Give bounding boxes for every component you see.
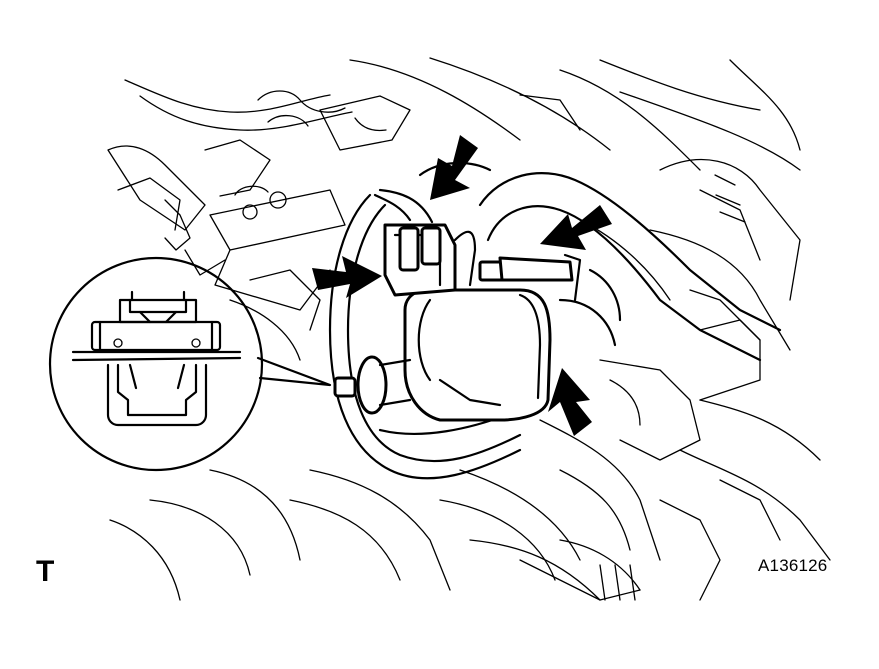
clamp-release-arrow-top	[430, 135, 478, 200]
figure-id-label: A136126	[758, 556, 828, 575]
arrow-icon	[548, 368, 592, 436]
clamp-release-arrow-bottom	[548, 368, 592, 436]
electrical-connector	[373, 188, 477, 297]
arrow-icon	[312, 256, 382, 298]
connector-detail-inset	[48, 256, 332, 472]
hose-clamp	[478, 253, 582, 302]
arrow-icon	[540, 205, 612, 250]
corner-marker-label: T	[36, 555, 55, 588]
hose-assembly	[328, 161, 782, 480]
connector-arrow-left	[312, 256, 382, 298]
engine-bay-background	[107, 57, 831, 601]
magnifier-detail-icon	[48, 256, 264, 472]
valve-body	[333, 286, 552, 422]
clamp-release-arrow-right	[540, 205, 612, 250]
arrow-icon	[430, 135, 478, 200]
